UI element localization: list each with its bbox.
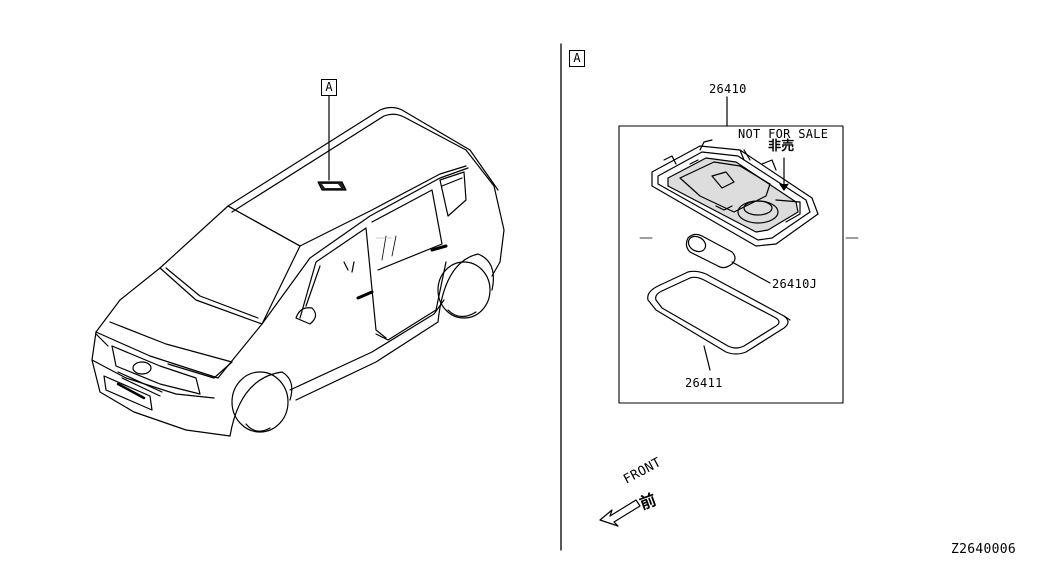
lamp-housing-drawing [651,139,819,247]
lens-drawing [647,270,791,371]
part-number-26411: 26411 [685,376,723,390]
vehicle-drawing [91,106,505,437]
bulb-drawing [685,233,771,284]
part-number-26410J: 26410J [772,277,818,291]
callout-label-right: A [569,50,585,67]
front-direction-label-jp: 前 [637,489,659,514]
not-for-sale-note-jp: 非売 [768,139,795,154]
not-for-sale-note: NOT FOR SALE [738,127,829,141]
detail-frame [618,125,844,404]
diagram-id: Z2640006 [951,542,1017,557]
part-number-26410: 26410 [709,82,747,96]
callout-label-left: A [321,79,337,96]
front-arrow-icon [599,499,641,527]
